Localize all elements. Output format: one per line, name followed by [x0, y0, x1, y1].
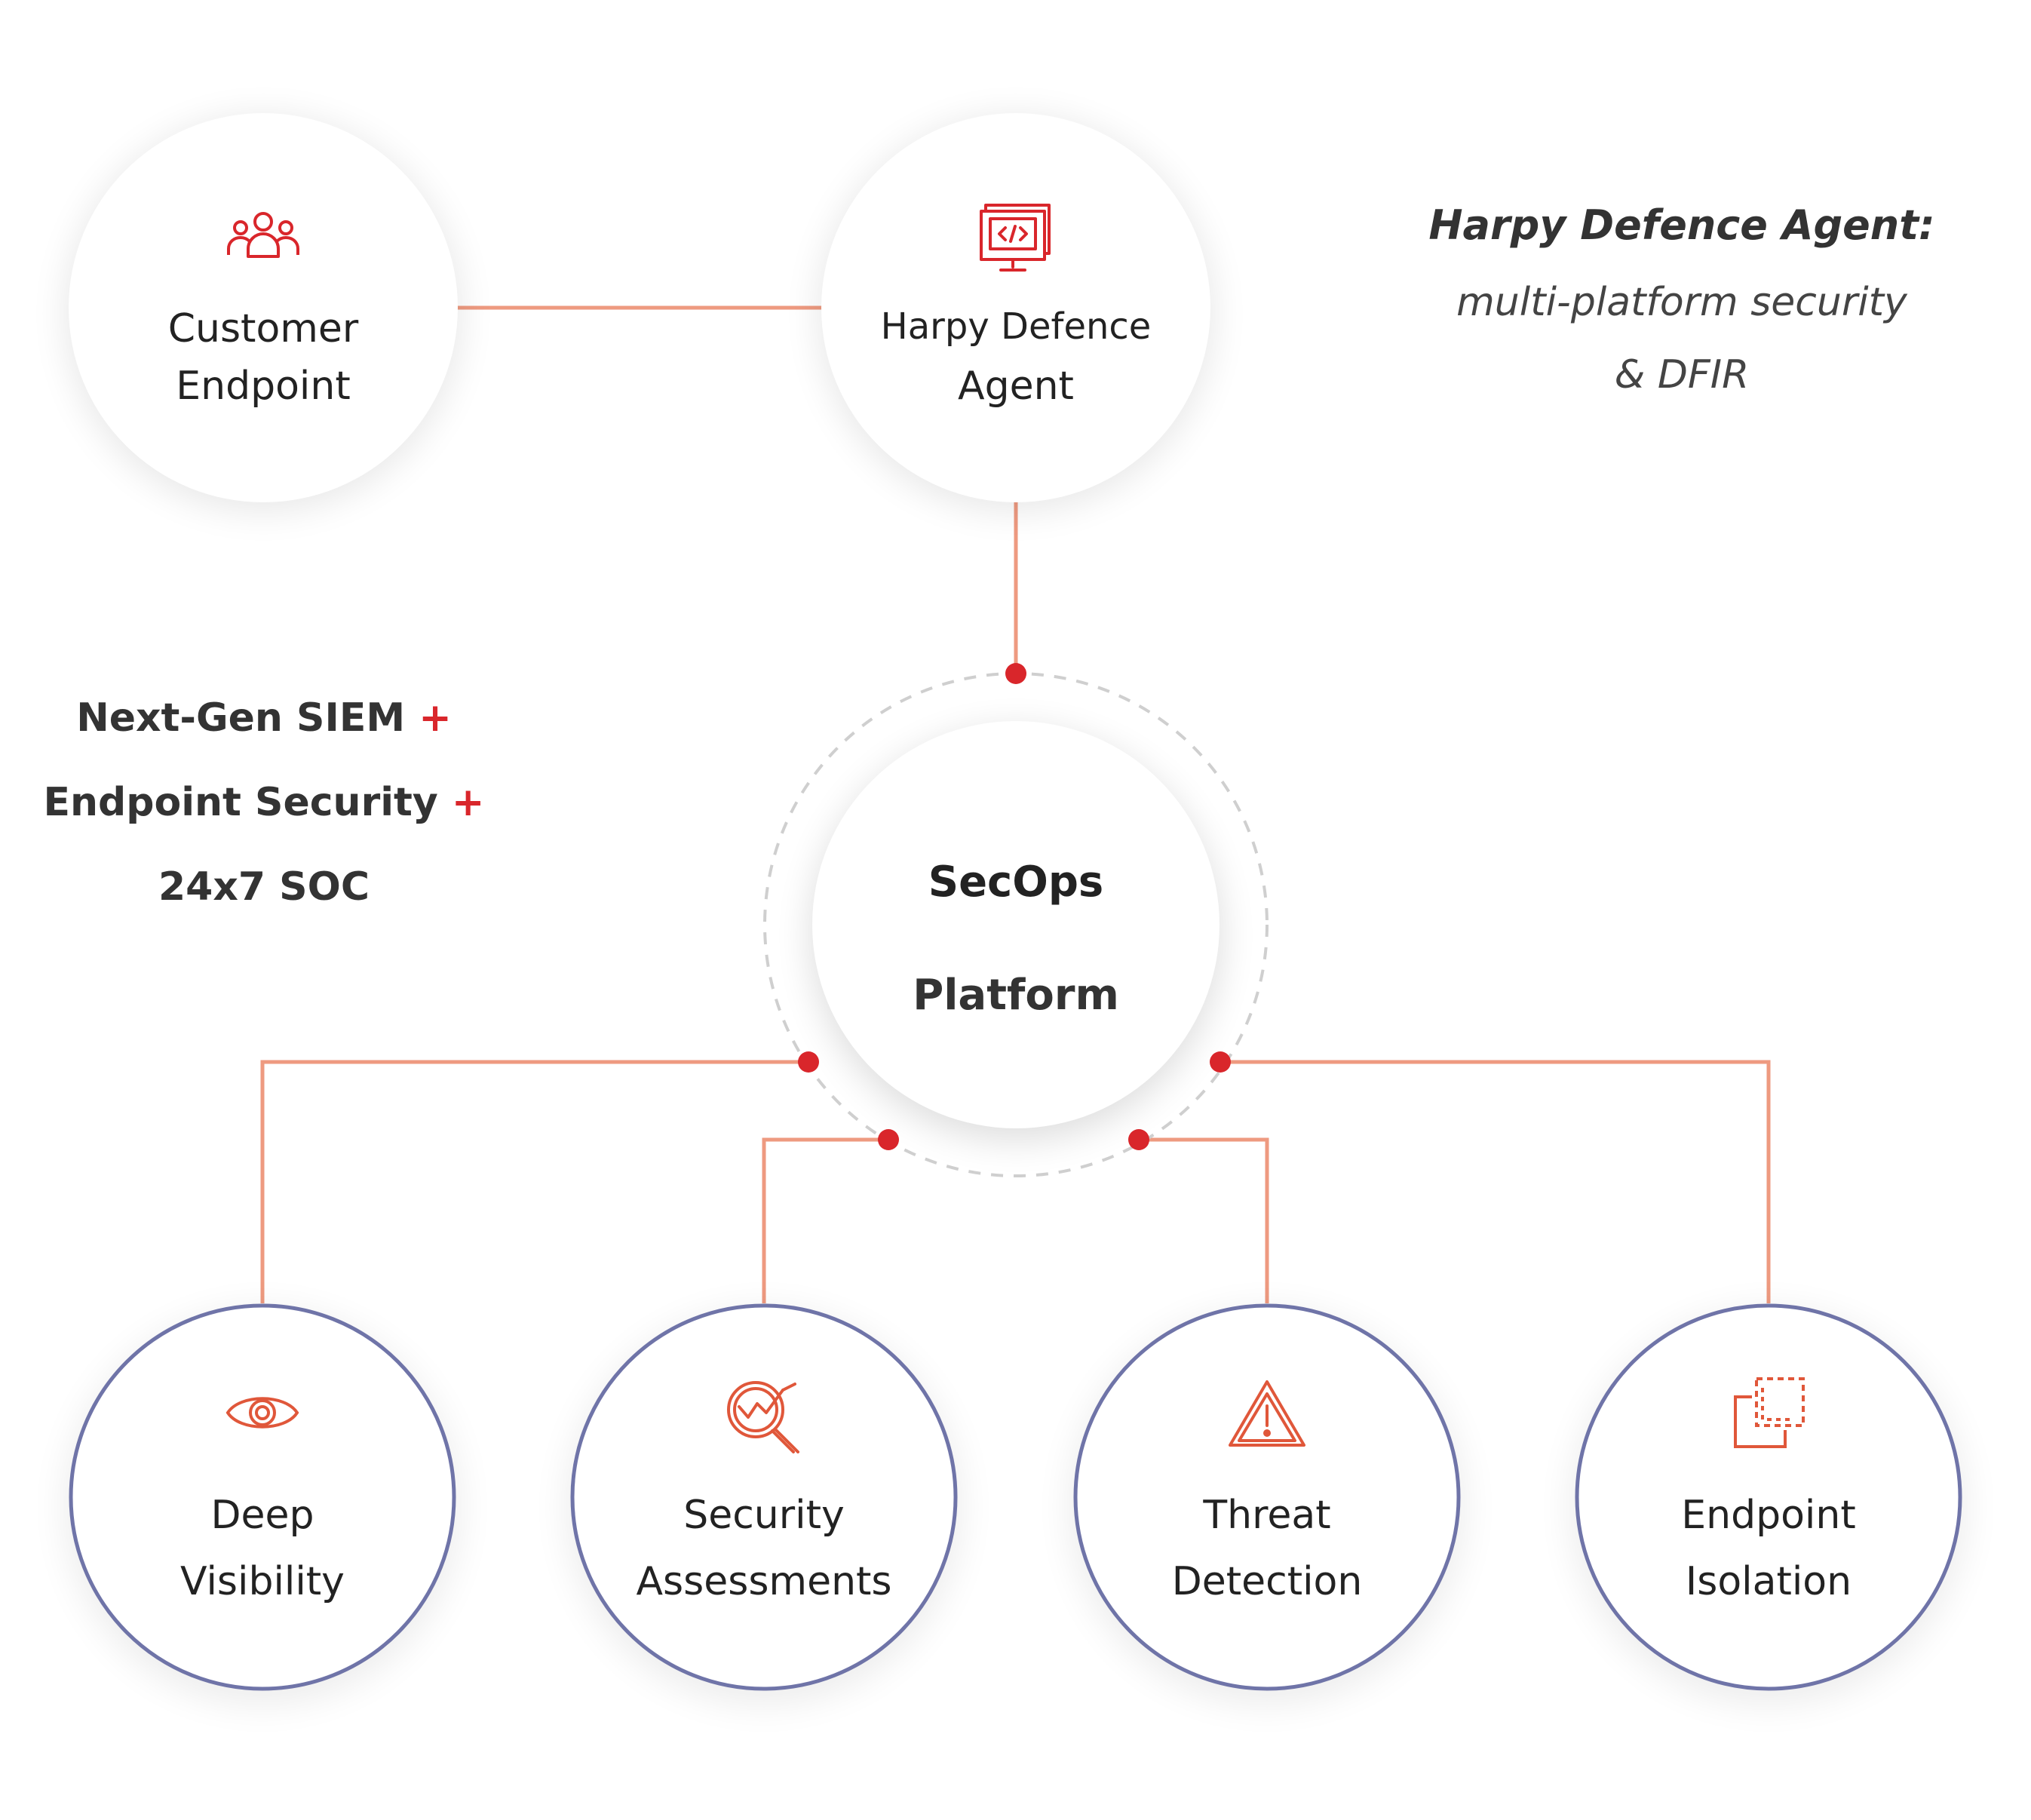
eye-icon: [225, 1397, 299, 1429]
deep-visibility-node: [65, 1303, 460, 1705]
tagline-line2: multi-platform security: [1456, 280, 1907, 325]
capability-security-assessments-label: Security Assessments: [598, 1482, 930, 1615]
secops-platform-node: [763, 672, 1269, 1177]
dot-left-upper: [798, 1051, 819, 1073]
threat-detection-line1: Threat: [1203, 1493, 1331, 1538]
connectors: [260, 305, 1771, 1303]
endpoint-isolation-node: [1571, 1303, 1966, 1705]
feature-soc-label: 24x7 SOC: [158, 864, 370, 910]
dot-left-lower: [878, 1129, 899, 1150]
harpy-agent-node: [818, 113, 1213, 511]
tagline-title: Harpy Defence Agent:: [1403, 192, 1961, 259]
tagline: Harpy Defence Agent: multi-platform secu…: [1403, 192, 1961, 404]
deep-visibility-line2: Visibility: [180, 1559, 345, 1604]
capability-endpoint-isolation-label: Endpoint Isolation: [1603, 1482, 1934, 1615]
feature-siem-label: Next-Gen SIEM: [76, 695, 406, 741]
magnifier-chart-icon: [727, 1381, 799, 1453]
security-assessments-line1: Security: [683, 1493, 845, 1538]
feature-item-endpoint-security: Endpoint Security +: [30, 760, 498, 845]
secops-platform-label: SecOps Platform: [850, 845, 1182, 1033]
security-assessments-line2: Assessments: [636, 1559, 892, 1604]
connector-deep-visibility: [260, 1060, 808, 1303]
dot-top: [1005, 663, 1026, 684]
feature-plus-2: +: [451, 780, 485, 825]
harpy-agent-label: Harpy Defence Agent: [850, 298, 1182, 417]
connector-dots: [798, 663, 1231, 1150]
customer-endpoint-line2: Endpoint: [176, 364, 351, 409]
feature-item-soc: 24x7 SOC: [30, 845, 498, 929]
tagline-title-text: Harpy Defence Agent: [1428, 201, 1919, 249]
dot-right-lower: [1128, 1129, 1149, 1150]
monitor-code-icon: [980, 204, 1051, 272]
capability-nodes: [65, 1303, 1966, 1705]
endpoint-isolation-line2: Isolation: [1685, 1559, 1852, 1604]
tagline-separator: :: [1919, 201, 1935, 249]
connector-endpoint-isolation: [1220, 1060, 1771, 1303]
customer-endpoint-label: Customer Endpoint: [97, 300, 429, 415]
customer-endpoint-line1: Customer: [167, 306, 359, 351]
threat-detection-node: [1069, 1303, 1465, 1705]
deep-visibility-line1: Deep: [210, 1493, 314, 1538]
customer-endpoint-node: [66, 113, 461, 511]
capability-threat-detection-label: Threat Detection: [1101, 1482, 1433, 1615]
features-list: Next-Gen SIEM + Endpoint Security + 24x7…: [30, 676, 498, 929]
harpy-agent-line1: Harpy Defence: [880, 305, 1152, 348]
endpoint-isolation-line1: Endpoint: [1681, 1493, 1856, 1538]
dot-right-upper: [1210, 1051, 1231, 1073]
harpy-agent-line2: Agent: [958, 364, 1074, 409]
feature-endpoint-security-label: Endpoint Security: [43, 780, 438, 825]
security-assessments-node: [566, 1303, 962, 1705]
connector-threat-detection: [1139, 1137, 1269, 1303]
warning-triangle-icon: [1229, 1380, 1305, 1447]
secops-line1: SecOps: [928, 858, 1104, 907]
users-icon: [227, 212, 299, 258]
connector-security-assessments: [762, 1137, 888, 1303]
threat-detection-line2: Detection: [1171, 1559, 1363, 1604]
feature-plus-1: +: [419, 695, 452, 741]
feature-item-siem: Next-Gen SIEM +: [30, 676, 498, 760]
isolation-squares-icon: [1734, 1377, 1805, 1448]
secops-line2: Platform: [913, 971, 1119, 1020]
tagline-line3: & DFIR: [1614, 352, 1750, 397]
capability-deep-visibility-label: Deep Visibility: [97, 1482, 428, 1615]
